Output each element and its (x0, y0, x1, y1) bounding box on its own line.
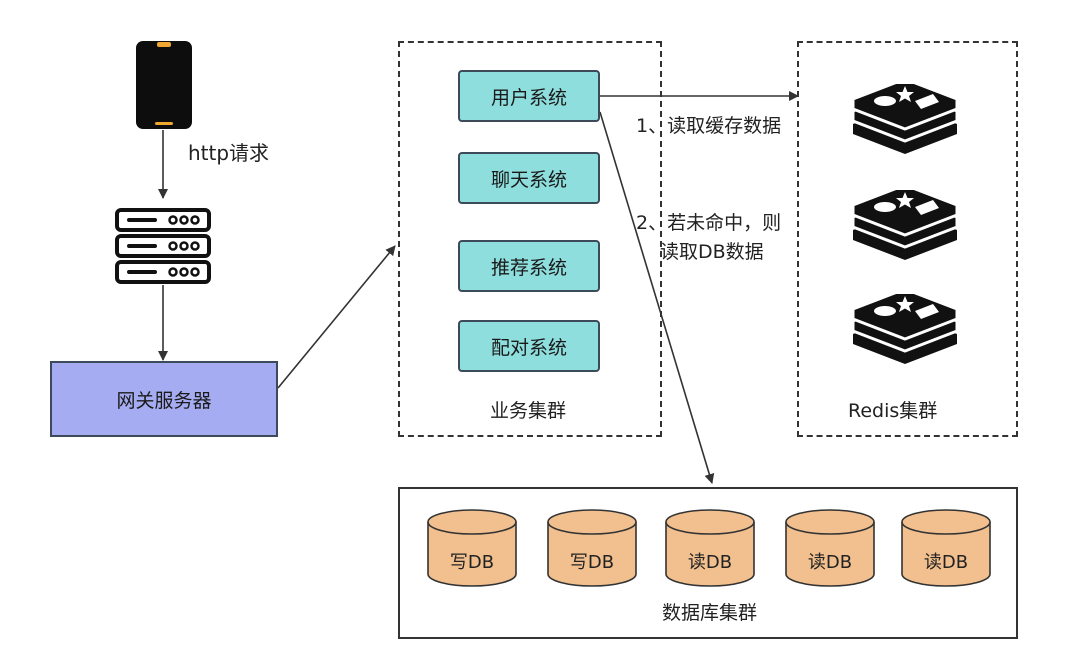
read-cache-label: 1、读取缓存数据 (636, 115, 782, 137)
database-cylinder-read-3: 读DB (900, 508, 992, 588)
server-rack-icon (115, 208, 211, 284)
database-cylinder-read-2: 读DB (784, 508, 876, 588)
gateway-server-box: 网关服务器 (50, 361, 278, 437)
gateway-server-label: 网关服务器 (116, 389, 212, 412)
system-label: 用户系统 (490, 86, 567, 109)
business-cluster-label: 业务集群 (490, 400, 567, 422)
smartphone-icon (136, 41, 192, 129)
system-label: 聊天系统 (490, 168, 567, 191)
redis-cluster-label: Redis集群 (848, 400, 938, 422)
db-label: 写DB (449, 552, 495, 573)
cylinder-shape (427, 509, 517, 587)
db-label: 读DB (807, 552, 853, 573)
database-cylinder-write-2: 写DB (546, 508, 638, 588)
cache-miss-label-line2: 读取DB数据 (660, 241, 764, 263)
db-label: 读DB (687, 552, 733, 573)
db-label: 读DB (923, 552, 969, 573)
cylinder-shape (785, 509, 875, 587)
system-box-chat: 聊天系统 (458, 152, 600, 204)
cylinder-shape (665, 509, 755, 587)
cylinder-shape (547, 509, 637, 587)
cylinder-shape (901, 509, 991, 587)
system-box-recommend: 推荐系统 (458, 240, 600, 292)
arrow-gateway-to-business (277, 245, 396, 389)
system-label: 配对系统 (490, 336, 567, 359)
database-cylinder-read-1: 读DB (664, 508, 756, 588)
system-box-user: 用户系统 (458, 70, 600, 122)
arrow-user-system-to-db (599, 111, 715, 484)
database-cylinder-write-1: 写DB (426, 508, 518, 588)
redis-cluster-container (797, 41, 1018, 437)
http-request-label: http请求 (188, 141, 270, 165)
redis-icon (851, 190, 959, 260)
redis-icon (851, 84, 959, 154)
system-label: 推荐系统 (490, 256, 567, 279)
database-cluster-label: 数据库集群 (662, 602, 758, 624)
db-label: 写DB (569, 552, 615, 573)
business-cluster-container (398, 41, 662, 437)
system-box-match: 配对系统 (458, 320, 600, 372)
database-cluster-container (398, 487, 1018, 639)
redis-icon (851, 294, 959, 364)
cache-miss-label-line1: 2、若未命中，则 (636, 212, 782, 234)
